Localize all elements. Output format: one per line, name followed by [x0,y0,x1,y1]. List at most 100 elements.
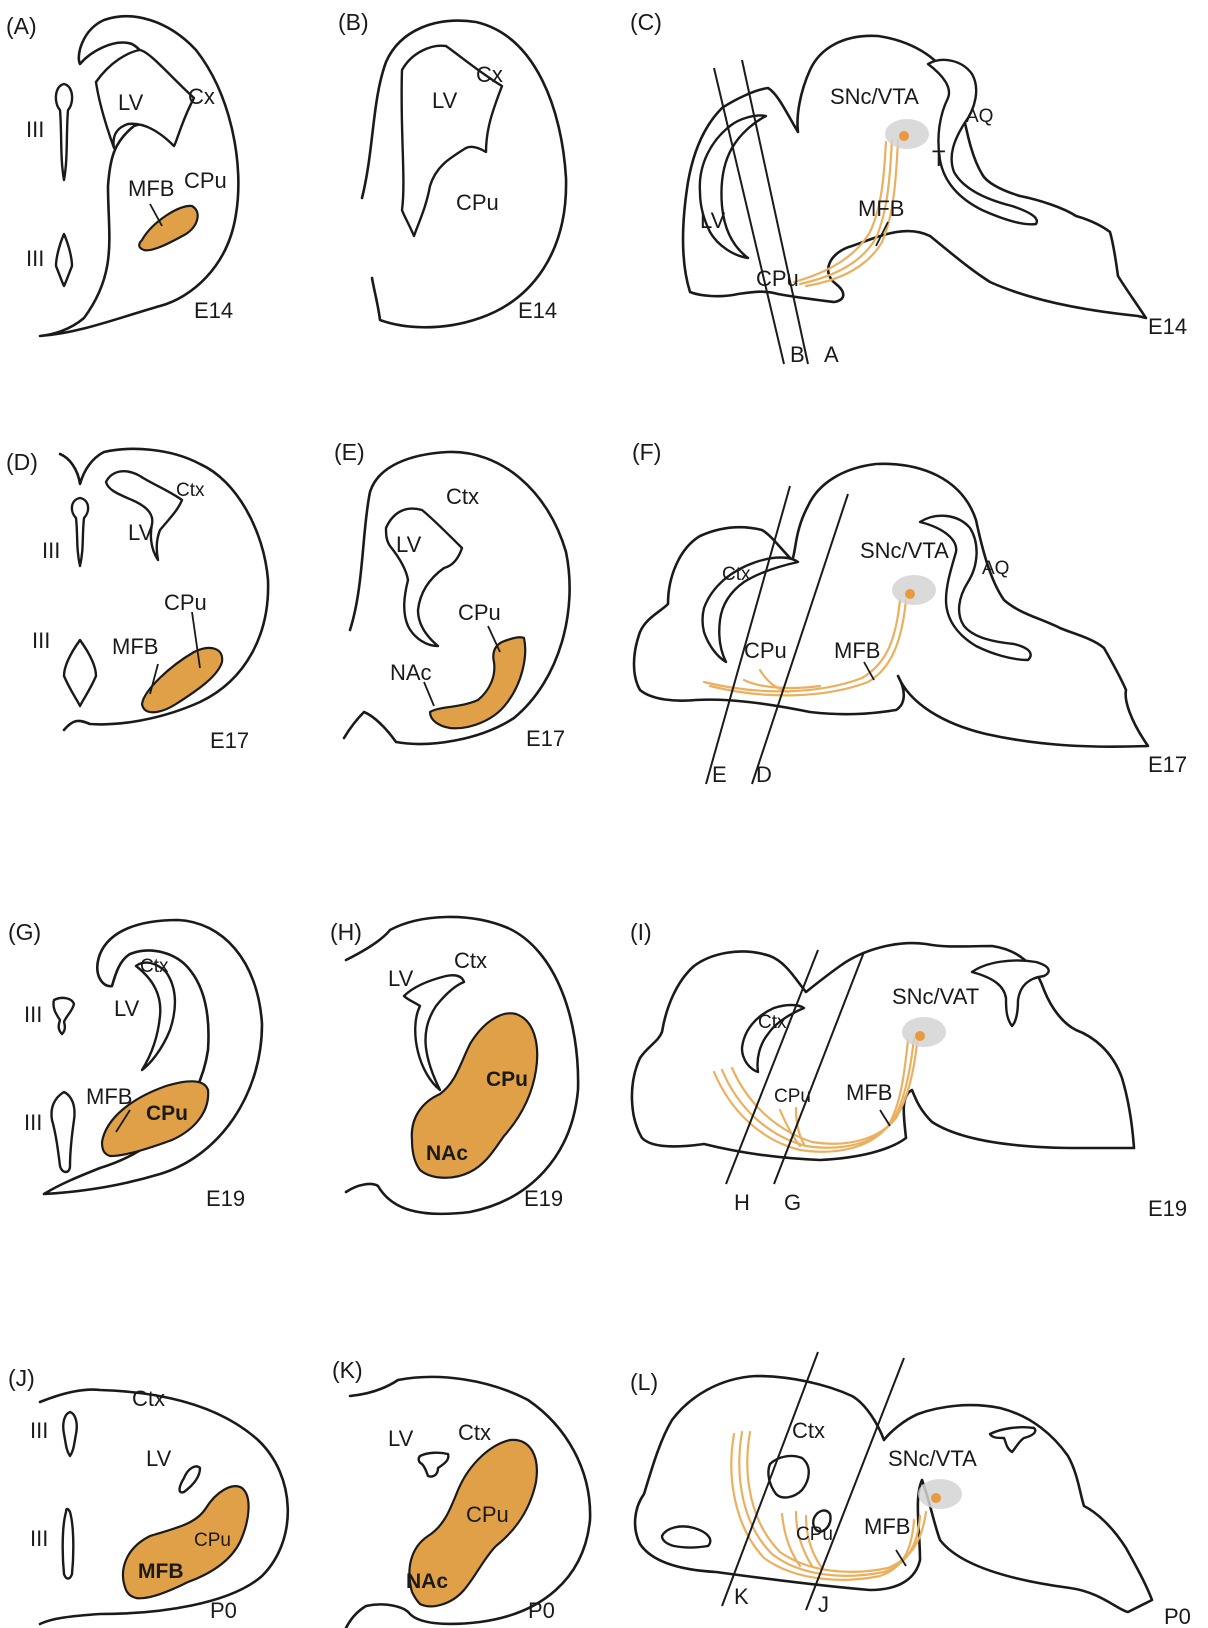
lv-label: LV [432,88,458,113]
ctx-label: Ctx [722,564,751,585]
nac-label: NAc [390,660,432,685]
cpu-label: CPu [456,190,499,215]
mfb-leader [880,1110,890,1126]
ctx-label: Ctx [454,948,487,973]
brain-outline [635,1376,1152,1612]
lv-label: LV [118,90,144,115]
ctx-label: Ctx [458,1420,491,1445]
snc-vta-dot [915,1031,925,1041]
panel-letter: (K) [332,1357,363,1383]
iii-bottom-label: III [24,1110,42,1135]
snc-vta-dot [931,1493,941,1503]
lateral-ventricle [136,963,175,1070]
stage-label: E19 [206,1186,245,1211]
panel-h: (H) LV Ctx CPu NAc E19 [330,917,578,1214]
iii-top-label: III [24,1002,42,1027]
stage-label: E17 [210,728,249,753]
panel-letter: (J) [8,1365,35,1391]
panel-letter: (F) [632,439,661,465]
panel-letter: (H) [330,919,362,945]
nac-label: NAc [406,1570,448,1593]
iii-top-label: III [30,1418,48,1443]
ventricle-mid [768,1456,808,1497]
iii-bottom-label: III [32,628,50,653]
panel-l: (L) Ctx SNc/VTA CPu MFB K J P0 [630,1352,1191,1628]
iii-top-label: III [42,538,60,563]
cpu-label: CPu [146,1102,188,1125]
panel-letter: (I) [630,919,652,945]
panel-d: (D) III III LV Ctx CPu MFB E17 [6,449,268,753]
stage-label: E14 [1148,314,1187,339]
cpu-label: CPu [458,600,501,625]
ctx-label: Ctx [132,1386,165,1411]
stage-label: P0 [528,1598,555,1623]
cpu-label: CPu [194,1530,231,1551]
cut-b-label: B [790,342,805,367]
ctx-label: Ctx [758,1012,787,1033]
snc-label: SNc/VTA [860,538,949,563]
ctx-label: Ctx [140,956,169,977]
panel-letter: (C) [630,9,662,35]
panel-b: (B) LV Cx CPu E14 [338,9,566,327]
aqueduct [990,1427,1035,1452]
ctx-label: Ctx [446,484,479,509]
lv-label: LV [146,1446,172,1471]
stage-label: E19 [524,1186,563,1211]
mfb-label: MFB [834,638,880,663]
iii-bottom-label: III [30,1526,48,1551]
aq-label: AQ [966,106,993,127]
snc-vta-area [918,1479,962,1509]
cut-d-label: D [756,762,772,787]
lateral-ventricle [180,1466,201,1492]
stage-label: E14 [518,298,557,323]
brain-outline [632,943,1134,1160]
cut-line-h [726,950,818,1184]
cut-g-label: G [784,1190,801,1215]
stage-label: E14 [194,298,233,323]
mfb-fiber [744,680,820,688]
panel-c: (C) SNc/VTA T AQ LV MFB CPu B A E14 [630,9,1187,367]
lv-label: LV [128,520,154,545]
ctx-label: Ctx [792,1418,825,1443]
snc-vta-area [892,575,936,605]
cut-h-label: H [734,1190,750,1215]
ctx-label: Ctx [176,480,205,501]
third-ventricle-top [56,84,72,180]
panel-letter: (G) [8,919,41,945]
cx-label: Cx [188,84,215,109]
stage-label: E17 [1148,752,1187,777]
iii-top-label: III [26,117,44,142]
cpu-label: CPu [466,1502,509,1527]
third-ventricle-top [72,498,88,566]
mfb-label: MFB [846,1080,892,1105]
third-ventricle-top [63,1412,77,1456]
stage-label: E19 [1148,1196,1187,1221]
mfb-label: MFB [112,634,158,659]
mfb-label: MFB [864,1514,910,1539]
cpu-leader [488,626,500,652]
third-ventricle-bottom [56,234,72,286]
aqueduct [972,960,1049,1026]
stage-label: P0 [1164,1604,1191,1628]
panel-letter: (E) [334,439,365,465]
lateral-ventricle [404,975,464,1090]
nac-label: NAc [426,1142,468,1165]
lateral-ventricle [386,509,462,646]
lv-label: LV [114,996,140,1021]
stage-label: P0 [210,1598,237,1623]
lateral-ventricle [419,1453,449,1477]
lateral-ventricle [96,50,194,148]
cx-label: Cx [476,62,503,87]
panel-letter: (L) [630,1369,658,1395]
lv-label: LV [396,532,422,557]
aqueduct [928,60,1037,224]
panel-a: (A) III III LV Cx CPu MFB E14 [6,13,238,336]
snc-vta-dot [899,131,909,141]
cpu-label: CPu [486,1068,528,1091]
cut-j-label: J [818,1592,829,1617]
lateral-ventricle [106,471,182,560]
lv-label: LV [388,1426,414,1451]
panel-e: (E) Ctx LV CPu NAc E17 [334,439,570,751]
cpu-label: CPu [744,638,787,663]
